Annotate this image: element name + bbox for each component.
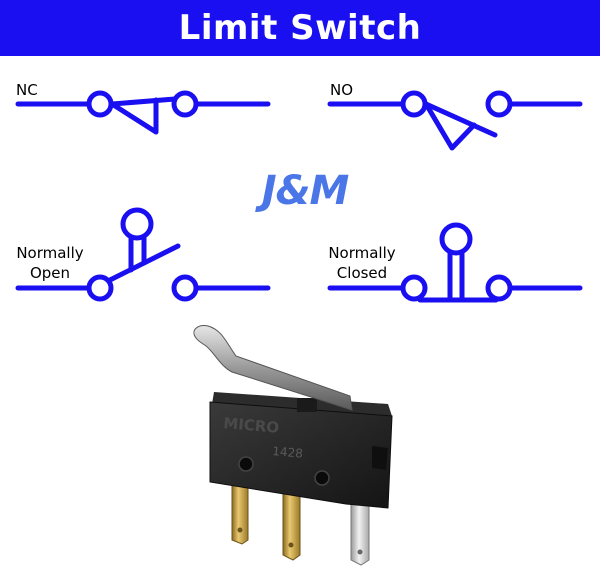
no-switch-symbol: [327, 90, 583, 151]
title-banner: Limit Switch: [0, 0, 600, 56]
normally-closed-switch-symbol: [327, 222, 583, 303]
normally-open-label-line2: Open: [29, 264, 71, 282]
mounting-hole-right: [314, 470, 330, 486]
pin-left-hole: [237, 527, 243, 533]
normally-open-plunger-head: [120, 207, 154, 241]
normally-closed-label-line2: Closed: [336, 264, 388, 282]
no-terminal-right: [485, 90, 513, 118]
pin-right-hole: [357, 549, 363, 555]
microswitch-pins: [231, 477, 370, 566]
microswitch-side-notch: [372, 446, 388, 470]
nc-terminal-left: [86, 90, 114, 118]
microswitch-model-text: 1428: [272, 444, 304, 461]
microswitch-body: [209, 401, 393, 509]
no-terminal-left: [400, 90, 428, 118]
nc-terminal-right: [171, 90, 199, 118]
normally-closed-plunger-head: [439, 222, 473, 256]
microswitch-brand-text: MICRO: [223, 414, 280, 437]
nc-label: NC: [16, 81, 38, 99]
microswitch-lever: [193, 325, 353, 411]
normally-open-label-line1: Normally: [16, 244, 84, 262]
normally-open-terminal-right: [171, 274, 199, 302]
pin-middle-hole: [288, 542, 294, 548]
microswitch-plunger: [297, 398, 317, 412]
normally-closed-terminal-left: [400, 274, 428, 302]
page-title: Limit Switch: [178, 8, 422, 48]
normally-open-switch-symbol: [15, 207, 271, 302]
no-actuator-triangle: [423, 101, 477, 151]
normally-closed-label-line1: Normally: [328, 244, 396, 262]
mounting-hole-left: [238, 456, 254, 472]
microswitch-photo: MICRO 1428: [193, 325, 393, 566]
nc-switch-symbol: [15, 90, 271, 135]
nc-actuator-triangle: [109, 97, 159, 135]
normally-open-terminal-left: [86, 274, 114, 302]
normally-closed-terminal-right: [485, 274, 513, 302]
no-contact-arm: [423, 101, 498, 138]
jm-logo: J&M: [261, 168, 350, 214]
pin-middle: [282, 485, 301, 561]
no-label: NO: [330, 81, 354, 99]
nc-contact-arm: [109, 96, 178, 107]
